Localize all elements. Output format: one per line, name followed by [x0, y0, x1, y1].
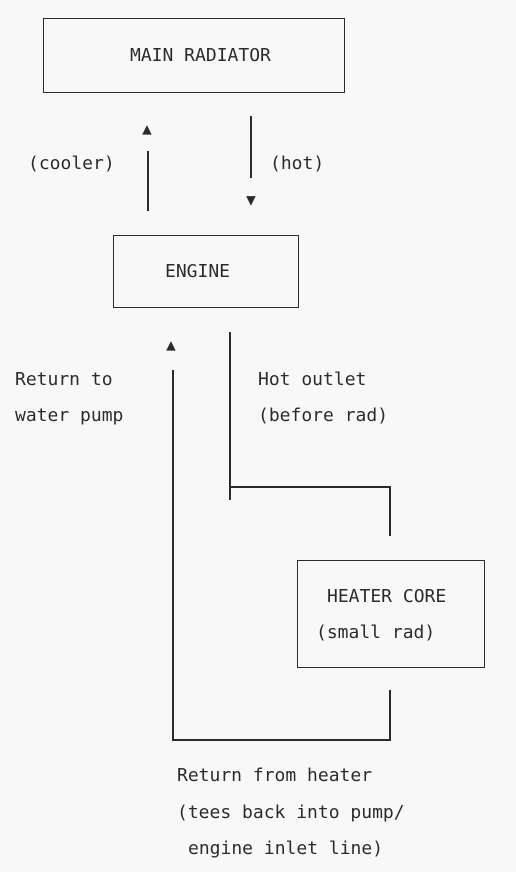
hot-label: (hot) — [270, 153, 325, 174]
main-radiator-label: MAIN RADIATOR — [130, 45, 271, 66]
tees-back-label: (tees back into pump/ — [177, 802, 405, 823]
small-rad-label: (small rad) — [316, 622, 436, 643]
return-to-label: Return to — [15, 369, 113, 390]
heater-feed-horizontal-line — [229, 486, 390, 488]
hot-feed-line — [250, 116, 252, 178]
return-from-heater-label: Return from heater — [177, 765, 373, 786]
heater-return-vertical-line — [389, 690, 391, 740]
up-arrow-icon: ▲ — [142, 119, 152, 138]
hot-outlet-line — [229, 332, 231, 500]
heater-core-label: HEATER CORE — [327, 586, 447, 607]
heater-feed-vertical-line — [389, 486, 391, 536]
hot-outlet-label: Hot outlet — [258, 369, 367, 390]
water-pump-label: water pump — [15, 405, 124, 426]
engine-label: ENGINE — [165, 261, 231, 282]
engine-inlet-label: engine inlet line) — [188, 838, 384, 859]
main-radiator-box — [43, 18, 345, 93]
up-arrow-icon: ▲ — [166, 335, 176, 354]
cooler-return-line — [147, 151, 149, 211]
engine-box — [113, 235, 299, 308]
down-arrow-icon: ▼ — [246, 190, 256, 209]
pump-return-line — [172, 370, 174, 740]
heater-core-box — [297, 560, 485, 668]
before-rad-label: (before rad) — [258, 405, 389, 426]
cooler-label: (cooler) — [28, 153, 115, 174]
heater-return-horizontal-line — [172, 739, 391, 741]
